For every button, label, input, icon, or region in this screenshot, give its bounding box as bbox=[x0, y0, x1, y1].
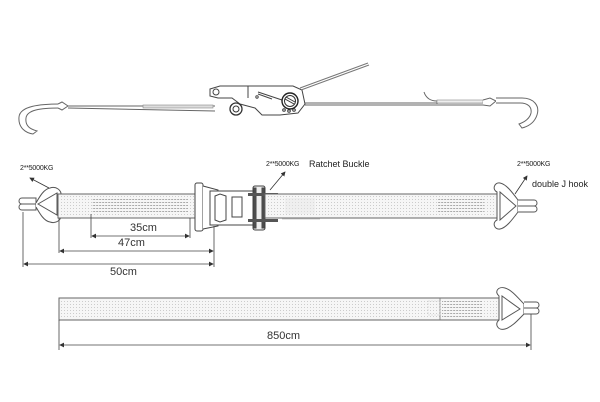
dimension-lines bbox=[22, 212, 215, 267]
left-j-hook-side bbox=[18, 103, 61, 135]
buckle-leader bbox=[269, 171, 286, 191]
buckle-rating-label: 2**5000KG bbox=[266, 161, 300, 168]
side-view bbox=[18, 62, 539, 135]
right-rating-leader bbox=[514, 175, 528, 195]
ratchet-buckle-top bbox=[194, 182, 278, 232]
ratchet-side bbox=[209, 85, 306, 116]
left-rating-leader bbox=[29, 177, 50, 189]
left-hook-eye-side bbox=[57, 101, 69, 111]
right-double-j-hook bbox=[493, 182, 538, 230]
right-hook-rating-label: 2**5000KG bbox=[517, 161, 551, 168]
loose-strap-end bbox=[299, 62, 369, 89]
right-hook-name-label: double J hook bbox=[532, 179, 589, 189]
right-j-hook-side bbox=[496, 97, 539, 129]
dim-850-label: 850cm bbox=[267, 330, 301, 342]
buckle-name-label: Ratchet Buckle bbox=[309, 159, 370, 169]
right-hook-eye-side bbox=[482, 97, 497, 107]
dim-47-label: 47cm bbox=[118, 237, 145, 249]
left-double-j-hook bbox=[18, 187, 62, 223]
top-view-long-strap bbox=[58, 287, 540, 350]
long-strap-double-j-hook bbox=[496, 287, 540, 330]
left-hook-rating-label: 2**5000KG bbox=[20, 165, 54, 172]
dim-35-label: 35cm bbox=[130, 222, 157, 234]
top-view-fixed-end bbox=[18, 171, 538, 267]
dim-50-label: 50cm bbox=[110, 266, 137, 278]
